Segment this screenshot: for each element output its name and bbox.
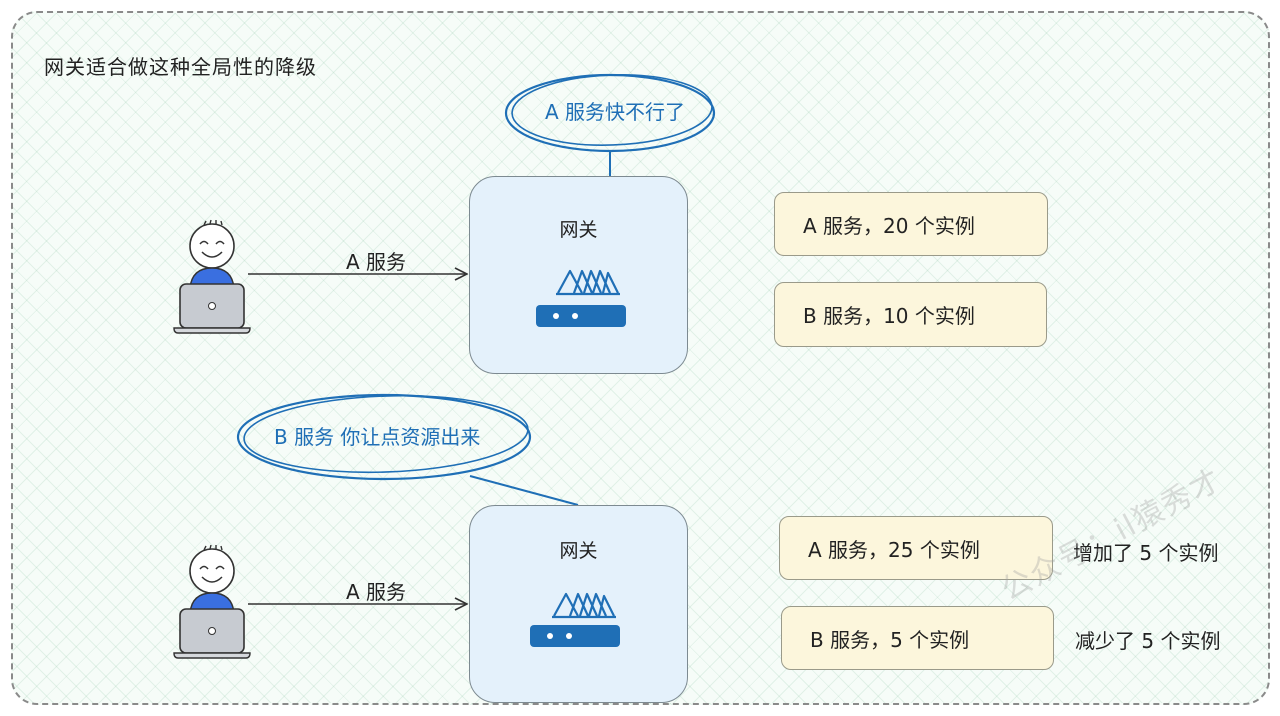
instance-box-b-bottom: B 服务，5 个实例 [781,606,1054,670]
person-laptop-icon [173,544,251,659]
instance-label: B 服务，5 个实例 [810,627,970,652]
person-laptop-icon [173,219,251,334]
gateway-label: 网关 [559,219,598,241]
top-speech-bubble [504,73,716,176]
bottom-speech-bubble [236,393,579,506]
page-title: 网关适合做这种全局性的降级 [44,55,317,79]
router-icon [530,592,620,647]
bottom-gateway-box: 网关 [469,505,688,703]
increase-note: 增加了 5 个实例 [1073,541,1219,565]
instance-box-b-top: B 服务，10 个实例 [774,282,1047,347]
decrease-note: 减少了 5 个实例 [1075,629,1221,653]
top-bubble-text: A 服务快不行了 [545,100,686,124]
instance-label: B 服务，10 个实例 [803,304,975,328]
instance-label: A 服务，20 个实例 [803,213,975,238]
bottom-bubble-text: B 服务 你让点资源出来 [274,425,481,449]
router-icon [536,269,626,327]
instance-box-a-bottom: A 服务，25 个实例 [779,516,1053,580]
top-request-label: A 服务 [346,250,407,274]
gateway-label: 网关 [559,540,598,562]
bottom-bubble-tail [469,475,579,506]
bottom-request-label: A 服务 [346,580,407,604]
instance-box-a-top: A 服务，20 个实例 [774,192,1048,256]
top-gateway-box: 网关 [469,176,688,374]
instance-label: A 服务，25 个实例 [808,537,980,562]
